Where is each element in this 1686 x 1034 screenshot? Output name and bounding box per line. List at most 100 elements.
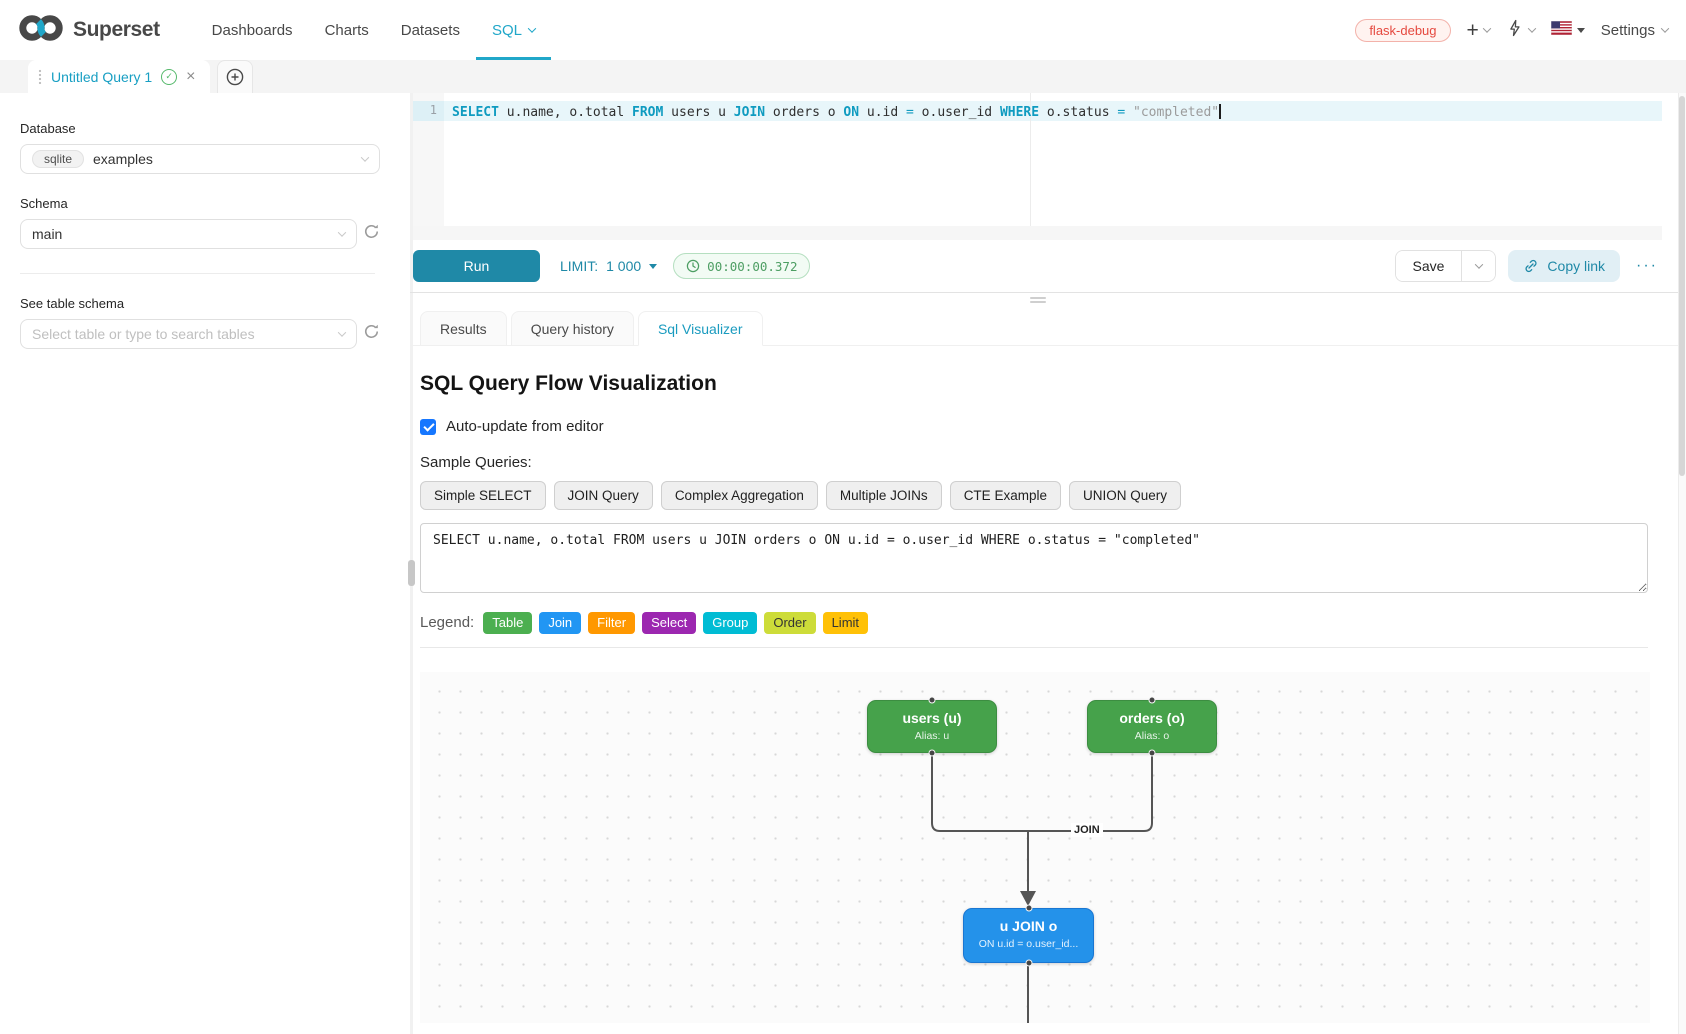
legend-chip-order: Order	[764, 612, 815, 634]
query-tab-untitled[interactable]: Untitled Query 1 ✓ ×	[28, 60, 210, 93]
sql-token-keyword: JOIN	[734, 105, 765, 120]
sample-query-union-query[interactable]: UNION Query	[1069, 481, 1181, 510]
chevron-down-icon	[1475, 260, 1483, 268]
table-select[interactable]: Select table or type to search tables	[20, 319, 357, 349]
nav-item-dashboards[interactable]: Dashboards	[196, 0, 309, 60]
nav-item-charts[interactable]: Charts	[309, 0, 385, 60]
sql-token-keyword: SELECT	[452, 105, 499, 120]
more-actions-button[interactable]: ···	[1632, 257, 1662, 275]
tab-results[interactable]: Results	[420, 311, 507, 346]
editor-hscrollbar[interactable]	[413, 226, 1662, 240]
settings-menu[interactable]: Settings	[1601, 22, 1668, 39]
copy-link-label: Copy link	[1547, 258, 1605, 274]
save-button[interactable]: Save	[1396, 251, 1462, 281]
sample-queries-row: Simple SELECT JOIN Query Complex Aggregati…	[420, 481, 1648, 510]
scrollbar-thumb[interactable]	[1679, 96, 1685, 476]
auto-update-checkbox[interactable]	[420, 419, 436, 435]
new-item-button[interactable]: +	[1467, 20, 1490, 41]
flow-node-orders[interactable]: orders (o)Alias: o	[1087, 700, 1217, 753]
flow-node-join[interactable]: u JOIN oON u.id = o.user_id...	[963, 908, 1094, 963]
chevron-down-icon	[1483, 24, 1491, 32]
sample-query-simple-select[interactable]: Simple SELECT	[420, 481, 546, 510]
table-schema-label: See table schema	[20, 296, 380, 311]
db-engine-chip: sqlite	[32, 150, 84, 168]
line-number: 1	[430, 103, 437, 117]
brand-name: Superset	[73, 18, 160, 42]
sql-code-line: SELECT u.name, o.total FROM users u JOIN…	[452, 104, 1221, 120]
save-options-button[interactable]	[1461, 251, 1495, 281]
sidebar-divider	[20, 273, 375, 274]
sql-token-plain	[1125, 105, 1133, 120]
sample-queries-label: Sample Queries:	[420, 454, 1648, 471]
tab-sql-visualizer[interactable]: Sql Visualizer	[638, 311, 763, 346]
sql-text-input[interactable]: SELECT u.name, o.total FROM users u JOIN…	[420, 523, 1648, 593]
legend-chip-join: Join	[539, 612, 581, 634]
limit-dropdown[interactable]: LIMIT: 1 000	[560, 258, 657, 274]
node-handle-bottom	[1025, 960, 1032, 967]
panel-resizer-handle[interactable]	[408, 560, 415, 586]
sqllab-sidebar: Database sqlite examples Schema main See	[0, 93, 410, 1034]
link-icon	[1523, 258, 1539, 274]
chevron-down-icon	[528, 24, 536, 32]
schema-select[interactable]: main	[20, 219, 357, 249]
node-handle-bottom	[1149, 750, 1156, 757]
nav-item-label: Dashboards	[212, 22, 293, 39]
sql-token-keyword: ON	[843, 105, 859, 120]
sql-token-plain: users u	[663, 105, 733, 120]
schema-value: main	[32, 226, 62, 242]
database-label: Database	[20, 121, 380, 136]
copy-link-button[interactable]: Copy link	[1508, 250, 1620, 282]
flow-edges	[420, 672, 1650, 1023]
join-edge-label: JOIN	[1071, 823, 1103, 837]
lightning-icon	[1506, 18, 1524, 43]
database-select[interactable]: sqlite examples	[20, 144, 380, 174]
tab-query-history[interactable]: Query history	[511, 311, 634, 346]
infinity-logo-icon	[18, 13, 64, 48]
superset-logo[interactable]: Superset	[18, 0, 160, 60]
flow-node-users[interactable]: users (u)Alias: u	[867, 700, 997, 753]
run-button[interactable]: Run	[413, 250, 540, 282]
drag-grip-icon[interactable]	[38, 69, 42, 84]
clock-icon	[686, 259, 700, 273]
nav-item-datasets[interactable]: Datasets	[385, 0, 476, 60]
legend-chips: TableJoinFilterSelectGroupOrderLimit	[483, 612, 868, 634]
top-navbar: Superset Dashboards ChartsDatasetsSQL fla…	[0, 0, 1686, 60]
chevron-down-icon	[1661, 24, 1669, 32]
environment-badge: flask-debug	[1355, 19, 1450, 42]
plus-icon: +	[1467, 20, 1479, 41]
caret-down-icon	[649, 264, 657, 269]
result-tabs: ResultsQuery historySql Visualizer	[420, 311, 763, 346]
editor-toolbar: Run LIMIT: 1 000 00:00:00.372 Save	[413, 240, 1662, 292]
sql-token-keyword: FROM	[632, 105, 663, 120]
refresh-tables-icon[interactable]	[363, 323, 380, 345]
node-title: u JOIN o	[964, 918, 1093, 934]
legend-chip-filter: Filter	[588, 612, 635, 634]
sample-query-multiple-joins[interactable]: Multiple JOINs	[826, 481, 942, 510]
sample-query-complex-aggregation[interactable]: Complex Aggregation	[661, 481, 818, 510]
page-scrollbar	[1678, 60, 1686, 1034]
limit-label: LIMIT:	[560, 258, 598, 274]
timer-value: 00:00:00.372	[707, 259, 797, 274]
sample-query-cte-example[interactable]: CTE Example	[950, 481, 1061, 510]
sql-editor[interactable]: 1 SELECT u.name, o.total FROM users u JO…	[413, 93, 1662, 226]
edge-orders-join	[1028, 755, 1152, 831]
saved-check-icon: ✓	[161, 69, 177, 85]
plus-circle-icon	[226, 68, 244, 86]
refresh-schema-icon[interactable]	[363, 223, 380, 245]
close-tab-icon[interactable]: ×	[186, 69, 195, 85]
panel-divider	[420, 647, 1648, 648]
legend-chip-table: Table	[483, 612, 532, 634]
auto-update-label: Auto-update from editor	[446, 418, 604, 435]
sql-token-op: =	[1117, 105, 1125, 120]
legend-row: Legend: TableJoinFilterSelectGroupOrderL…	[420, 612, 1648, 634]
new-query-tab-button[interactable]	[217, 60, 253, 93]
query-search-button[interactable]	[1506, 18, 1535, 43]
sql-visualizer-panel: SQL Query Flow Visualization Auto-update…	[420, 346, 1648, 648]
chevron-down-icon	[1528, 24, 1536, 32]
query-flow-canvas[interactable]: JOIN users (u)Alias: u orders (o)Alias: o…	[420, 672, 1650, 1023]
pane-divider	[410, 292, 1678, 293]
sample-query-join-query[interactable]: JOIN Query	[554, 481, 653, 510]
pane-resize-grip[interactable]	[1030, 297, 1046, 305]
language-picker[interactable]	[1551, 21, 1585, 40]
nav-item-sql[interactable]: SQL	[476, 0, 551, 60]
